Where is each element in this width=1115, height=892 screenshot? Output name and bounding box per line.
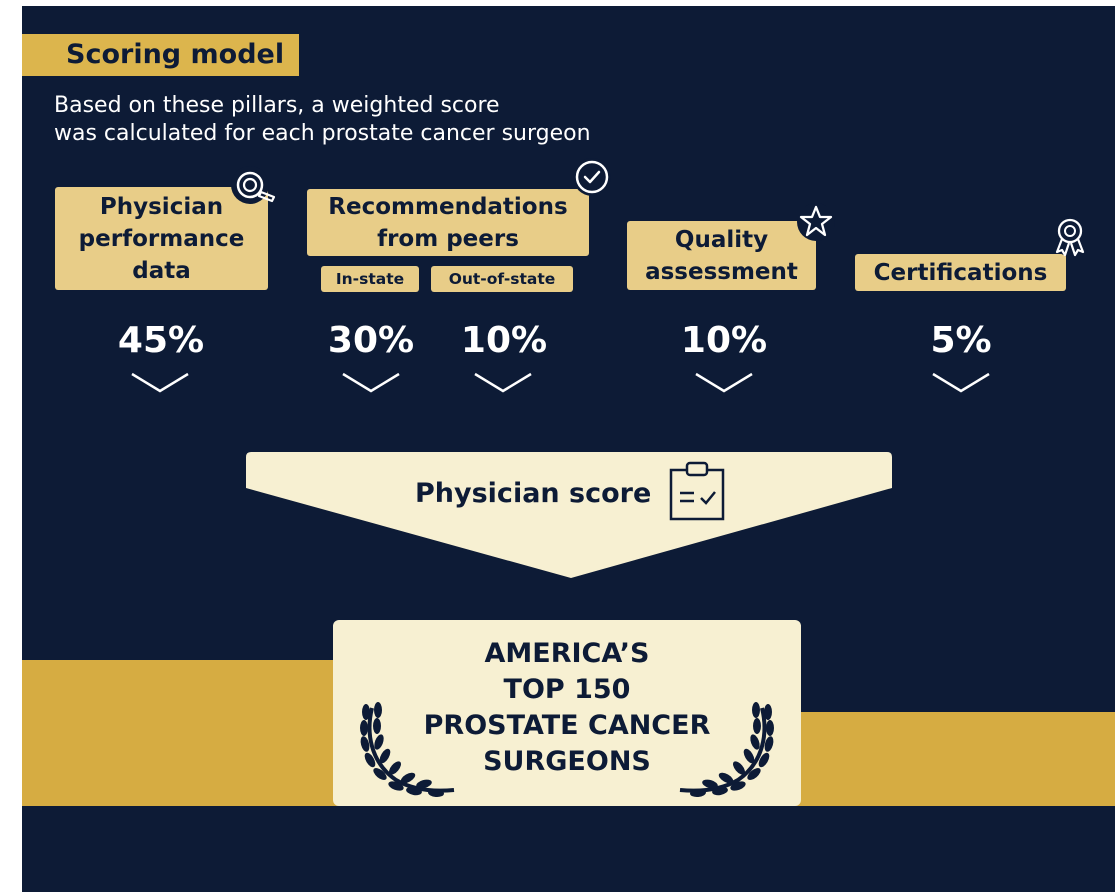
result-line: PROSTATE CANCER: [423, 710, 711, 741]
title-banner: [22, 34, 299, 76]
result-line: SURGEONS: [483, 746, 651, 777]
pillar-card-peer-recommendations: Recommendations from peers: [307, 189, 589, 256]
subtitle-line: was calculated for each prostate cancer …: [54, 121, 591, 146]
pillar-label-line: performance: [78, 225, 245, 252]
weight-certifications: 5%: [930, 320, 992, 361]
chevron-down-icon: [695, 372, 753, 393]
clipboard-icon: [669, 461, 725, 521]
star-icon: [797, 203, 835, 241]
result-line: AMERICA’S: [484, 638, 650, 669]
subtitle-line: Based on these pillars, a weighted score: [54, 93, 500, 118]
pillar-label-line: data: [132, 257, 191, 284]
chevron-down-icon: [342, 372, 400, 393]
weight-quality-assessment: 10%: [680, 320, 768, 361]
sub-pillar-tag-out-of-state: Out-of-state: [431, 266, 573, 292]
pillar-label-line: from peers: [377, 225, 519, 252]
pillar-label-line: Quality: [674, 226, 769, 253]
result-line: TOP 150: [503, 674, 631, 705]
pillar-card-certifications: Certifications: [855, 254, 1066, 291]
pillar-card-physician-performance: Physician performance data: [55, 187, 268, 290]
pillar-label-line: assessment: [645, 258, 798, 285]
page-title: Scoring model: [66, 39, 285, 70]
magnifier-icon: [231, 166, 276, 204]
award-ribbon-icon: [1050, 216, 1090, 257]
weight-in-state: 30%: [327, 320, 415, 361]
pillar-card-quality-assessment: Quality assessment: [627, 221, 816, 290]
subtitle: Based on these pillars, a weighted score…: [54, 92, 734, 148]
gold-band: [792, 712, 1115, 806]
laurel-right-icon: [679, 702, 774, 798]
chevron-down-icon: [131, 372, 189, 393]
score-funnel: [246, 452, 892, 578]
pillar-label-line: Physician: [99, 193, 224, 220]
result-title: AMERICA’S TOP 150 PROSTATE CANCER SURGEO…: [333, 636, 801, 780]
score-label: Physician score: [415, 478, 652, 509]
gold-band: [22, 660, 352, 806]
chevron-down-icon: [474, 372, 532, 393]
chevron-down-icon: [932, 372, 990, 393]
sub-pillar-tag-in-state: In-state: [321, 266, 419, 292]
weight-out-of-state: 10%: [460, 320, 548, 361]
weight-physician-performance: 45%: [117, 320, 205, 361]
laurel-left-icon: [360, 702, 455, 798]
checkmark-circle-icon: [573, 158, 611, 196]
pillar-label-line: Recommendations: [328, 193, 568, 220]
infographic-canvas: Scoring model Based on these pillars, a …: [22, 6, 1115, 892]
pillar-label-line: Certifications: [873, 259, 1048, 286]
